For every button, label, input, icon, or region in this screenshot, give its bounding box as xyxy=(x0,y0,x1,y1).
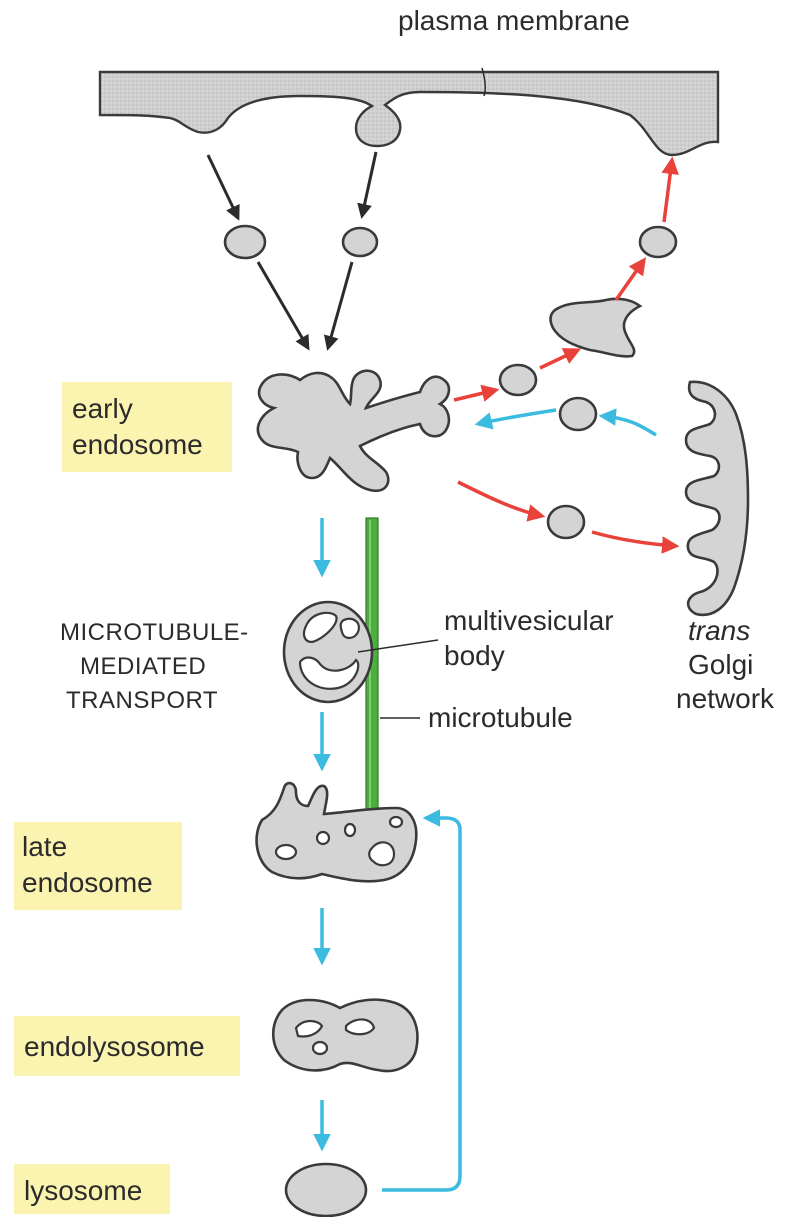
microtubule-transport-label: MEDIATED xyxy=(80,653,206,680)
recycling-vesicle xyxy=(640,227,676,257)
multivesicular-body-label: multivesicular xyxy=(444,605,614,636)
recycling-compartment xyxy=(551,299,640,357)
endocytic-vesicle xyxy=(225,226,265,258)
trans-golgi-network xyxy=(686,382,748,615)
golgi-label: Golgi xyxy=(688,649,753,680)
recycling-arrow xyxy=(664,160,672,222)
intraluminal-vesicle xyxy=(390,817,402,827)
network-label: network xyxy=(676,683,775,714)
endosome-to-golgi-arrow xyxy=(592,532,676,546)
recycling-arrow xyxy=(616,260,644,300)
microtubule-transport-label: MICROTUBULE- xyxy=(60,619,249,646)
endolysosome xyxy=(273,1000,417,1071)
early-endosome-label: endosome xyxy=(72,429,203,460)
intraluminal-vesicle xyxy=(346,1019,374,1034)
intraluminal-vesicle xyxy=(345,824,355,836)
intraluminal-vesicle xyxy=(369,842,394,865)
golgi-to-endosome-arrow xyxy=(602,416,656,435)
late-endosome xyxy=(257,783,417,881)
endocytosis-arrow xyxy=(208,155,238,218)
endocytosis-arrow xyxy=(328,262,352,348)
golgi-derived-vesicle xyxy=(560,398,596,430)
microtubule xyxy=(366,518,378,836)
golgi-to-endosome-arrow xyxy=(478,410,556,424)
intraluminal-vesicle xyxy=(341,619,359,638)
plasma-membrane-label: plasma membrane xyxy=(398,5,630,36)
plasma-membrane xyxy=(100,72,718,155)
trans-label: trans xyxy=(688,615,750,646)
early-endosome-label: early xyxy=(72,393,133,424)
recycling-vesicle xyxy=(500,365,536,395)
endocytosis-arrow xyxy=(258,262,308,348)
early-endosome xyxy=(258,371,449,491)
lysosome-label: lysosome xyxy=(24,1175,142,1206)
endocytic-vesicle xyxy=(343,228,377,256)
recycling-arrow xyxy=(540,350,578,368)
late-endosome-label: late xyxy=(22,831,67,862)
intraluminal-vesicle xyxy=(276,845,296,859)
intraluminal-vesicle xyxy=(317,832,329,844)
endosome-to-golgi-arrow xyxy=(458,482,542,516)
endolysosome-label: endolysosome xyxy=(24,1031,205,1062)
late-endosome-label: endosome xyxy=(22,867,153,898)
endosome-to-golgi-vesicle xyxy=(548,506,584,538)
recycling-arrow xyxy=(454,390,496,400)
microtubule-transport-label: TRANSPORT xyxy=(66,687,218,714)
multivesicular-body-label: body xyxy=(444,640,505,671)
endocytosis-arrow xyxy=(362,152,376,216)
intraluminal-vesicle xyxy=(313,1042,327,1054)
microtubule-label: microtubule xyxy=(428,702,573,733)
lysosome xyxy=(286,1164,366,1216)
